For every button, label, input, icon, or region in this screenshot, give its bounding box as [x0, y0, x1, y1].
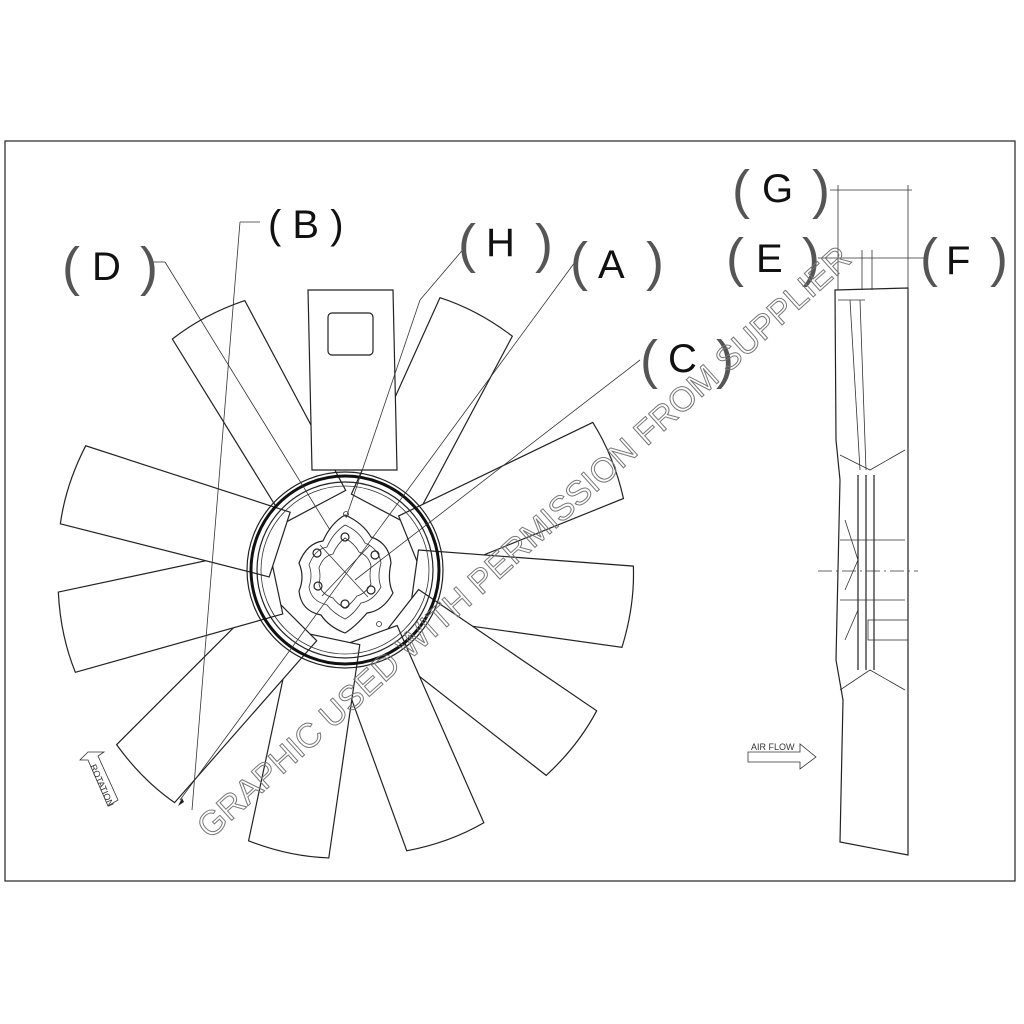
svg-text:): ) [716, 330, 734, 390]
svg-text:): ) [812, 160, 830, 220]
rotation-arrow: ROTATION [79, 751, 119, 808]
svg-text:E: E [756, 237, 783, 281]
bolt-hole [312, 548, 322, 558]
bolt-hole [340, 599, 350, 609]
mounting-tab [307, 289, 398, 471]
svg-text:AIR FLOW: AIR FLOW [751, 742, 795, 752]
leader-lines [153, 221, 641, 811]
label-h: ( H ) [458, 214, 553, 274]
fan-front-view: ROTATION [57, 221, 641, 859]
svg-text:): ) [802, 228, 820, 288]
fan-blade [171, 299, 347, 524]
label-c: ( C ) [640, 330, 734, 390]
fan-side-view: AIR FLOW [747, 185, 925, 856]
fan-blade [375, 588, 598, 777]
svg-text:): ) [140, 237, 158, 297]
bolt-hole [313, 581, 323, 591]
svg-text:(: ( [570, 232, 588, 292]
svg-text:(: ( [62, 237, 80, 297]
fan-hub [246, 471, 444, 669]
svg-text:(: ( [920, 228, 938, 288]
svg-text:(: ( [732, 160, 750, 220]
svg-text:( B ): ( B ) [268, 203, 344, 247]
svg-text:D: D [92, 245, 121, 289]
fan-blade [247, 629, 361, 859]
svg-text:): ) [535, 214, 553, 274]
callout-labels: ( D ) ( B ) ( H ) ( A ) ( C ) ( G ) ( [62, 160, 1008, 390]
fan-blade [397, 421, 625, 580]
svg-text:(: ( [726, 228, 744, 288]
bolt-hole [366, 585, 376, 595]
svg-text:): ) [646, 232, 664, 292]
svg-text:(: ( [458, 214, 476, 274]
drawing-frame [4, 140, 1016, 882]
bolt-hole [370, 550, 380, 560]
svg-text:G: G [762, 167, 793, 211]
svg-text:(: ( [640, 330, 658, 390]
svg-text:F: F [946, 239, 970, 283]
svg-text:A: A [598, 243, 625, 287]
label-g: ( G ) [732, 160, 830, 220]
fan-blade [59, 445, 291, 578]
label-b: ( B ) [268, 203, 344, 247]
fan-blade [57, 546, 284, 674]
label-a: ( A ) [570, 232, 664, 292]
bolt-hole [340, 532, 350, 542]
svg-text:C: C [668, 337, 697, 381]
label-d: ( D ) [62, 237, 158, 297]
fan-blade [115, 591, 318, 804]
label-e: ( E ) [726, 228, 820, 288]
label-f: ( F ) [920, 228, 1008, 288]
svg-text:): ) [990, 228, 1008, 288]
fan-blade [332, 624, 485, 852]
air-flow-arrow: AIR FLOW [747, 742, 817, 770]
svg-text:H: H [486, 221, 515, 265]
